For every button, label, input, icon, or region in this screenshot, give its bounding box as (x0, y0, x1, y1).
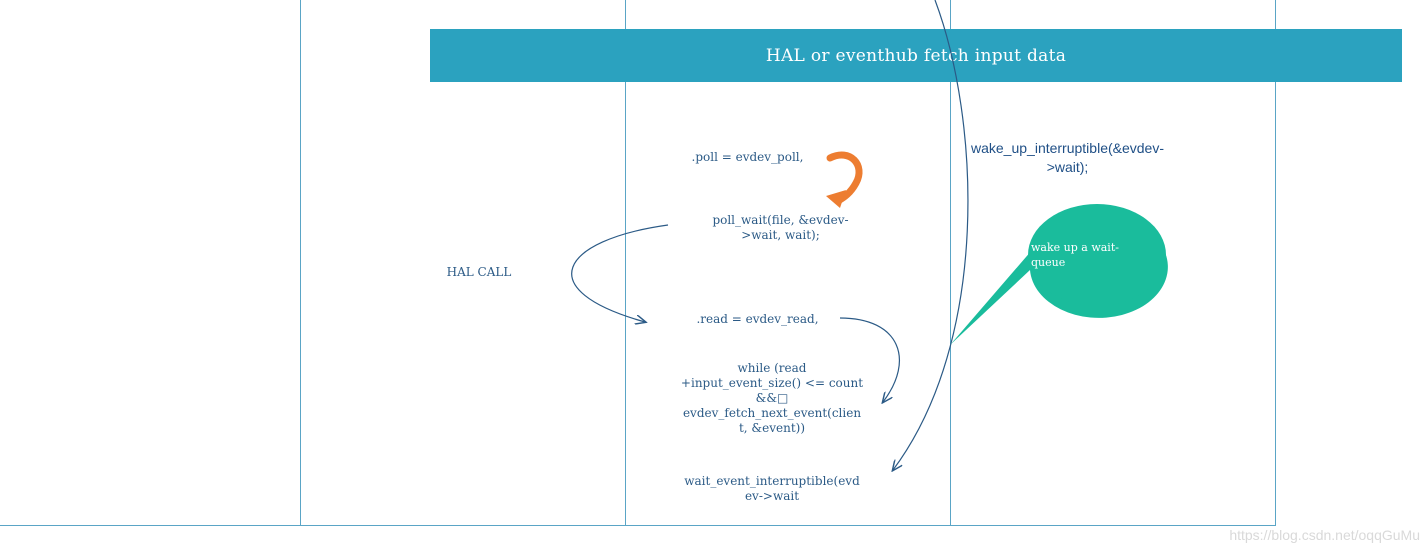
read-to-while-arrow (839, 317, 900, 402)
lane-divider-2 (625, 0, 626, 526)
lane-divider-4 (1275, 0, 1276, 526)
poll-label: .poll = evdev_poll, (691, 150, 804, 164)
lane-divider-1 (300, 0, 301, 526)
while-loop-label: while (read +input_event_size() <= count… (680, 361, 864, 435)
poll-wait-label: poll_wait(file, &evdev- >wait, wait); (712, 213, 849, 242)
wait-event-label: wait_event_interruptible(evd ev->wait (684, 474, 860, 503)
speech-bubble-body (1028, 204, 1166, 306)
orange-arrowhead-icon (826, 190, 846, 208)
hal-call-arrow (571, 224, 669, 322)
wake-up-label: wake_up_interruptible(&evdev- >wait); (971, 140, 1164, 175)
lane-divider-3 (950, 0, 951, 526)
watermark: https://blog.csdn.net/oqqGuMu (1229, 527, 1420, 543)
read-label: .read = evdev_read, (696, 312, 819, 326)
wait-event-arrow (893, 0, 969, 470)
bubble-label: wake up a wait- queue (1031, 241, 1119, 269)
banner-title: HAL or eventhub fetch input data (430, 29, 1402, 82)
hal-call-label: HAL CALL (446, 265, 512, 279)
lane-bottom-line (0, 525, 1276, 526)
